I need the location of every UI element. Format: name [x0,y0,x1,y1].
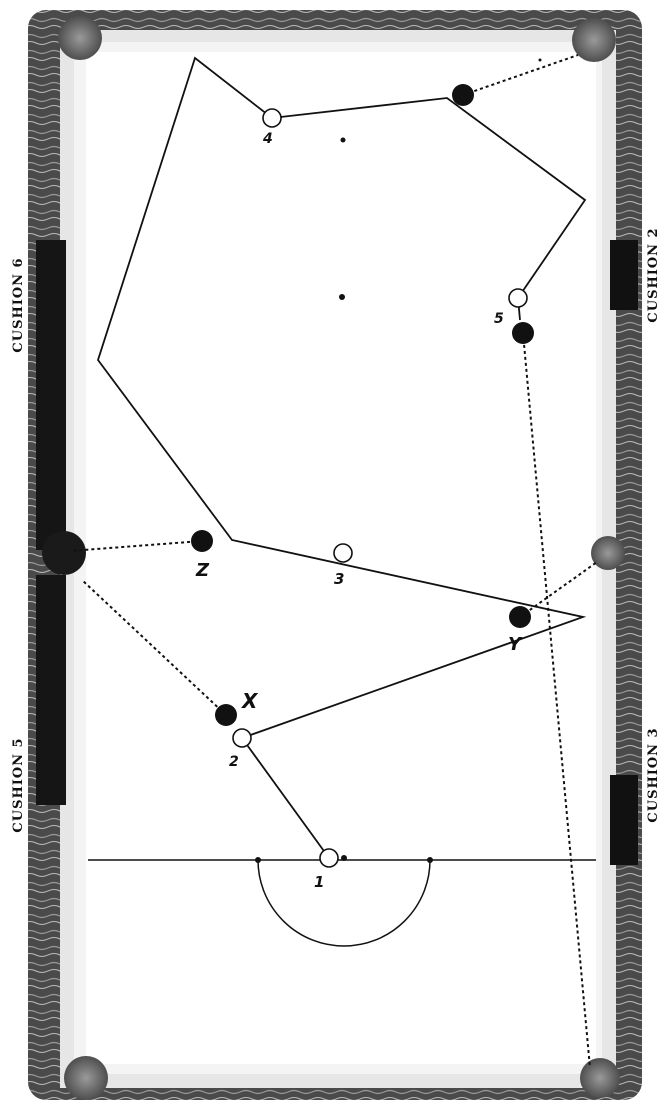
pocket-top-right [572,18,616,62]
pocket-top-left [58,16,102,60]
object-ball-y [509,606,531,628]
path-z-to-pocket [69,540,203,552]
cue-ball-3 [333,543,353,563]
cue-ball-2 [232,728,252,748]
baulk-area [88,855,596,947]
ball-labels: 1 2 3 4 5 X Y Z [195,131,523,891]
label-2: 2 [229,754,239,770]
label-3: 3 [334,570,344,588]
cushion-markers [36,240,638,865]
label-x: X [240,689,259,713]
label-4: 4 [262,131,273,147]
pockets [42,16,625,1100]
pocket-bottom-right [580,1058,620,1098]
white-balls [232,108,528,868]
object-ball-paths [69,54,598,1069]
cue-ball-5 [508,288,528,308]
path-x-to-pocket [81,579,227,716]
d-semicircle [257,859,431,947]
cue-ball-4 [262,108,282,128]
cushion-3-label: CUSHION 3 [646,727,661,822]
label-1: 1 [314,873,324,891]
object-ball-x [215,704,237,726]
spot-d-left [255,857,261,863]
pocket-mid-left [42,531,86,575]
cue-ball-1 [319,848,339,868]
path-top-ball-to-pocket [462,54,579,96]
path-y-to-pocket [519,561,598,618]
cue-ball-path [97,56,587,859]
pocket-mid-right [591,536,625,570]
object-ball-z [191,530,213,552]
table-spots [339,58,542,300]
object-ball-right [512,322,534,344]
object-ball-top [452,84,474,106]
cushion-2-label: CUSHION 2 [646,227,661,322]
cushion-6-label: CUSHION 6 [11,257,26,352]
black-balls [191,84,534,726]
cushion-5-label: CUSHION 5 [11,737,26,832]
spot-d-right [427,857,433,863]
label-z: Z [195,560,210,581]
label-y: Y [508,634,523,655]
pocket-bottom-left [64,1056,108,1100]
spot-brown [341,855,347,861]
label-5: 5 [494,311,504,327]
